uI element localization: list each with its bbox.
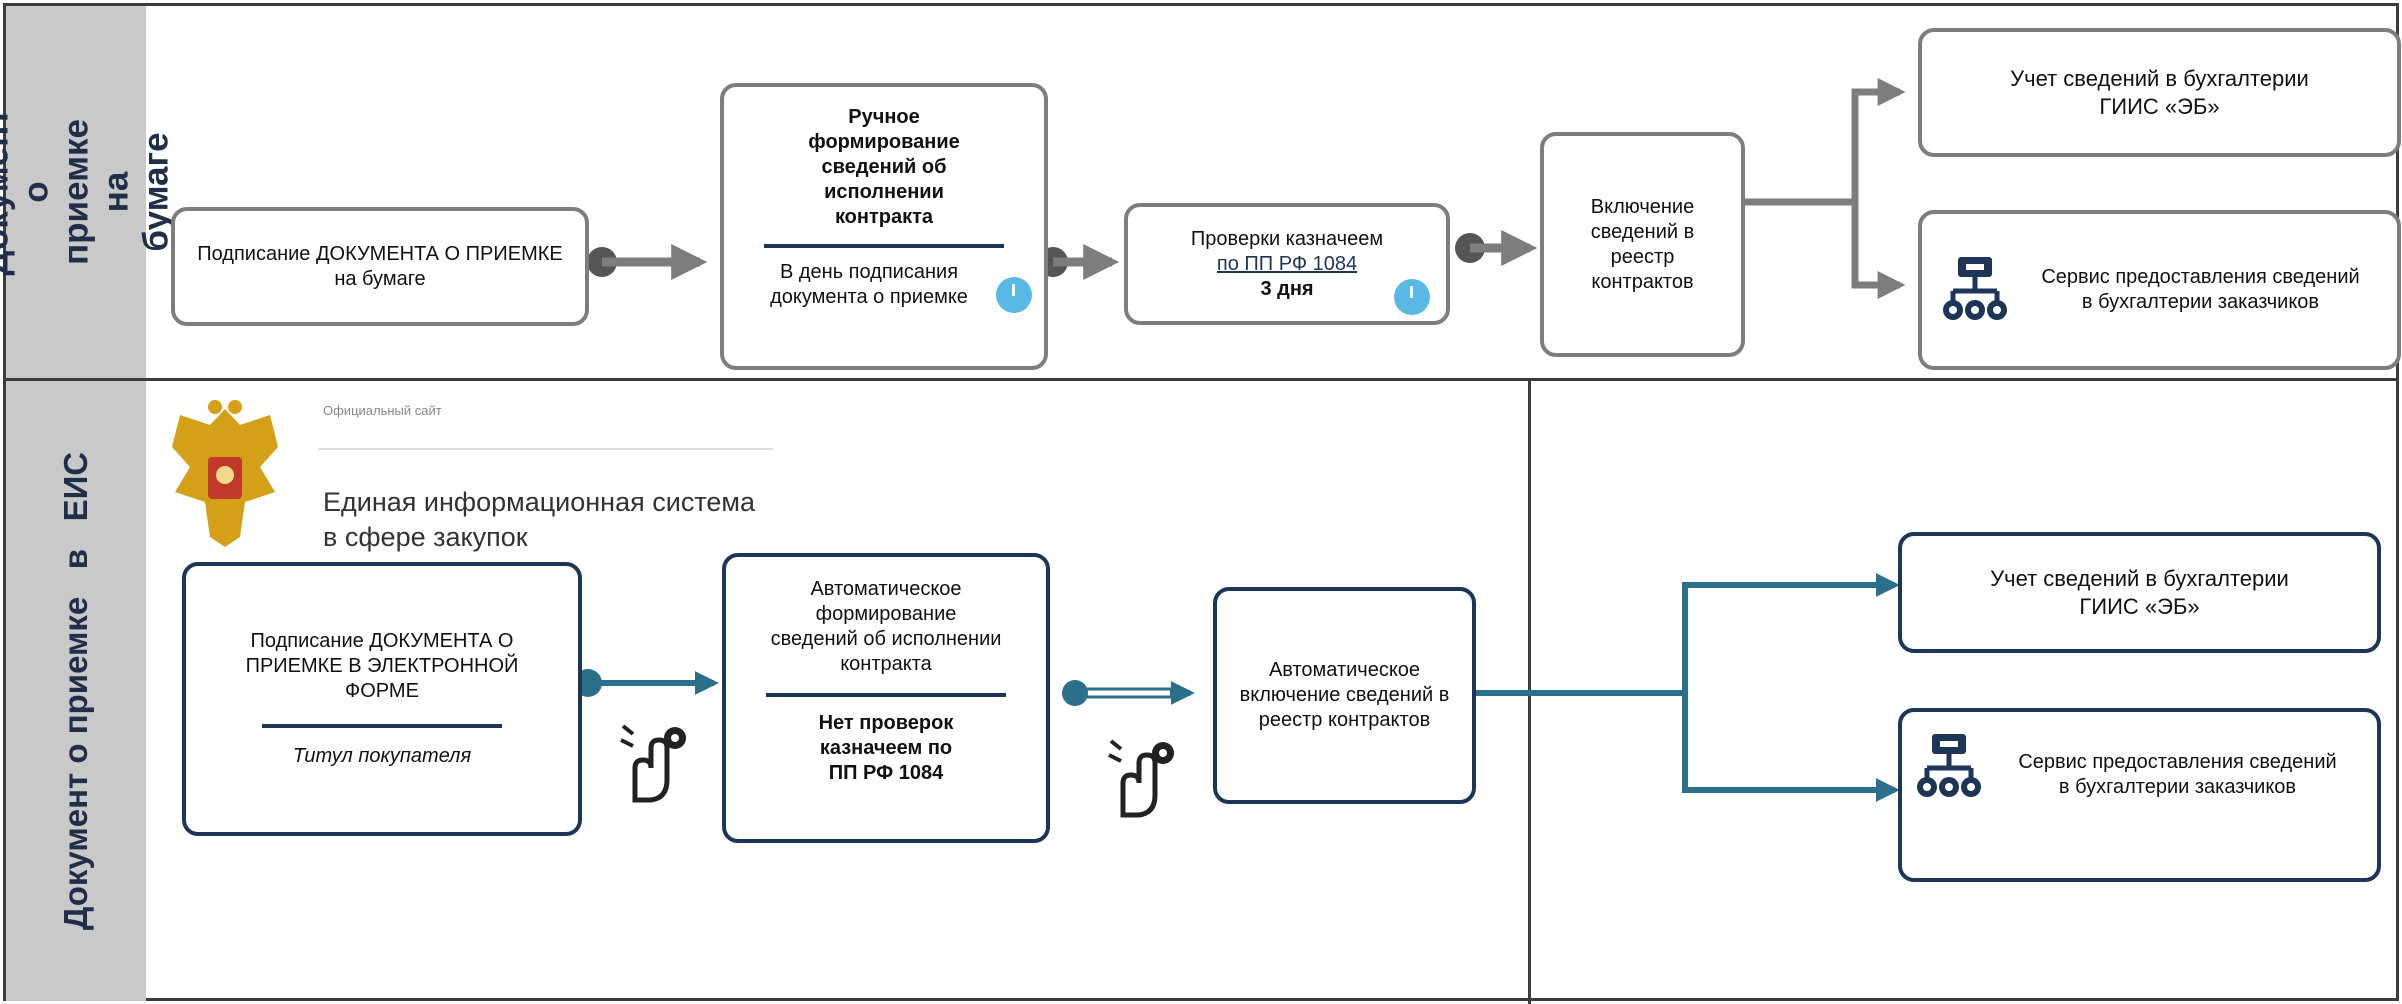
eis-arrow-1: [574, 669, 719, 697]
paper-sign-text: Подписание ДОКУМЕНТА О ПРИЕМКЕ на бумаге: [197, 242, 563, 290]
paper-check-text: Проверки казначеем: [1190, 227, 1384, 250]
eis-service-text: Сервис предоставления сведений в бухгалт…: [2018, 751, 2337, 798]
eis-arrow-2: [1062, 680, 1195, 706]
eis-sign-text: Подписание ДОКУМЕНТА О ПРИЕМКЕ В ЭЛЕКТРО…: [245, 630, 519, 702]
eis-accounting-text: Учет сведений в бухгалтерии ГИИС «ЭБ»: [1990, 565, 2289, 619]
paper-service-box: Сервис предоставления сведений в бухгалт…: [1918, 210, 2401, 370]
diagram-frame: [3, 3, 2399, 1001]
paper-check-days: 3 дня: [1260, 277, 1314, 300]
eis-site-rule: [318, 448, 773, 450]
clock-icon: [996, 277, 1032, 313]
eis-autoform-rule: [766, 693, 1006, 697]
paper-arrow-2: [1038, 244, 1120, 280]
paper-accounting-text: Учет сведений в бухгалтерии ГИИС «ЭБ»: [2010, 65, 2309, 119]
paper-arrow-1: [587, 244, 708, 280]
paper-service-text: Сервис предоставления сведений в бухгалт…: [2041, 266, 2360, 313]
paper-fork: [1745, 78, 1906, 299]
paper-manual-note: В день подписания документа о приемке: [770, 261, 968, 308]
network-service-icon: [1943, 257, 2007, 320]
eis-autoinclude-text: Автоматическое включение сведений в реес…: [1239, 659, 1450, 731]
eis-service-box: Сервис предоставления сведений в бухгалт…: [1898, 708, 2381, 882]
network-service-icon: [1917, 734, 1981, 797]
lane-label-eis: Документ о приемке в ЕИС: [6, 381, 146, 1001]
paper-accounting-box: Учет сведений в бухгалтерии ГИИС «ЭБ»: [1918, 28, 2401, 157]
paper-manual-rule: [764, 244, 1004, 248]
eis-site-title-1: Единая информационная система: [323, 487, 755, 517]
eis-sign-note: Титул покупателя: [292, 745, 472, 767]
clock-icon: [1394, 279, 1430, 315]
paper-check-box: Проверки казначеем по ПП РФ 1084 3 дня: [1124, 203, 1450, 325]
paper-manual-text: Ручное формирование сведений об исполнен…: [808, 106, 960, 228]
eis-site-title-2: в сфере закупок: [323, 522, 528, 552]
paper-include-box: Включение сведений в реестр контрактов: [1540, 132, 1745, 357]
eis-autoform-text: Автоматическое формирование сведений об …: [770, 578, 1002, 675]
eis-fork: [1476, 573, 1900, 802]
paper-manual-box: Ручное формирование сведений об исполнен…: [720, 83, 1048, 370]
paper-check-ref: по ПП РФ 1084: [1216, 252, 1358, 275]
coat-of-arms-logo: [172, 400, 278, 547]
touch-sign-icon: [620, 724, 686, 803]
eis-site-small: Официальный сайт: [323, 403, 442, 418]
touch-sign-icon: [1108, 739, 1174, 818]
eis-sign-box: Подписание ДОКУМЕНТА О ПРИЕМКЕ В ЭЛЕКТРО…: [182, 562, 582, 836]
eis-sign-rule: [262, 724, 502, 728]
lane-label-paper: Документ о приемке на бумаге: [0, 6, 175, 378]
paper-arrow-3: [1455, 230, 1538, 266]
eis-autoinclude-box: Автоматическое включение сведений в реес…: [1213, 587, 1476, 804]
paper-sign-box: Подписание ДОКУМЕНТА О ПРИЕМКЕ на бумаге: [171, 207, 589, 326]
paper-include-text: Включение сведений в реестр контрактов: [1590, 195, 1695, 293]
eis-autoform-note: Нет проверок казначеем по ПП РФ 1084: [818, 712, 954, 784]
eis-autoform-box: Автоматическое формирование сведений об …: [722, 553, 1050, 843]
lane-divider: [3, 378, 2399, 381]
eis-accounting-box: Учет сведений в бухгалтерии ГИИС «ЭБ»: [1898, 532, 2381, 653]
